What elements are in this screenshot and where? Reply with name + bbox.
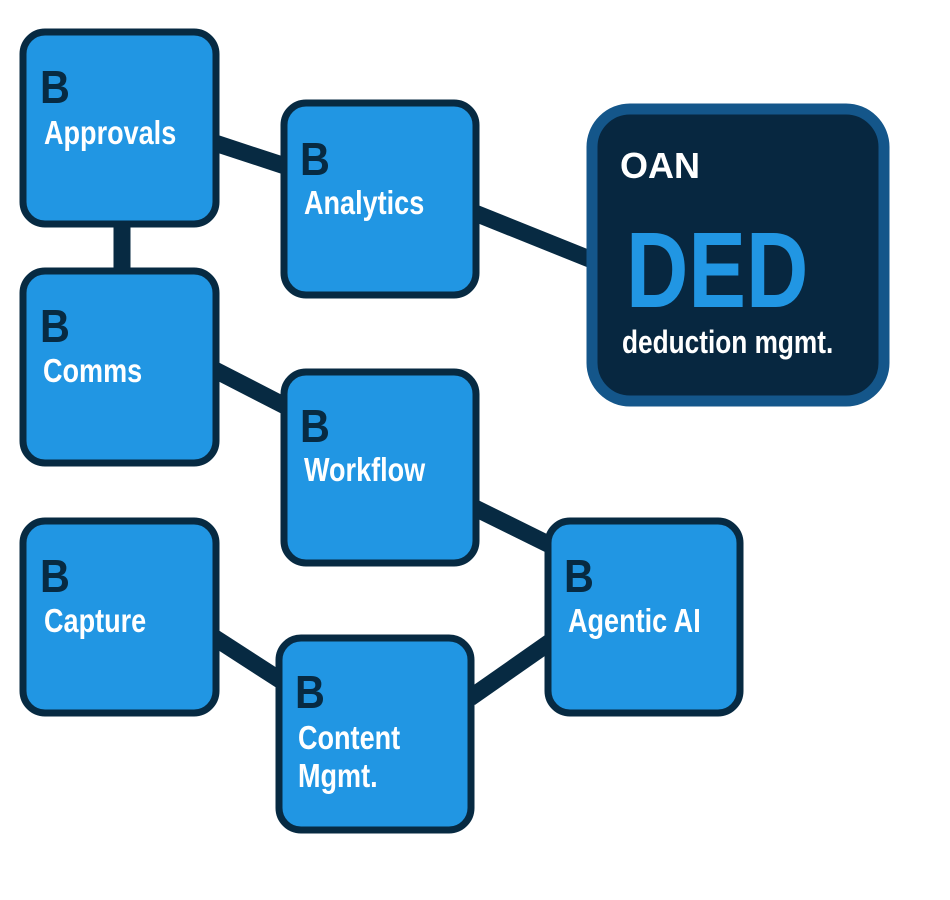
node-capture[interactable]: B Capture xyxy=(19,517,220,717)
connectors xyxy=(113,134,596,705)
node-label: Capture xyxy=(44,604,146,640)
node-label: Approvals xyxy=(44,116,176,152)
node-badge: B xyxy=(300,401,330,453)
node-agentic-ai[interactable]: B Agentic AI xyxy=(544,517,744,717)
connector-content-agentic xyxy=(465,635,555,705)
node-badge: B xyxy=(40,551,70,603)
node-comms[interactable]: B Comms xyxy=(19,267,220,467)
node-workflow[interactable]: B Workflow xyxy=(280,368,480,567)
node-badge: B xyxy=(295,667,325,719)
node-badge: B xyxy=(40,62,70,114)
product-description: deduction mgmt. xyxy=(622,326,833,361)
node-label: Workflow xyxy=(304,453,426,489)
product-ded[interactable]: OAN DED deduction mgmt. xyxy=(586,103,890,407)
connector-capture-content xyxy=(210,630,285,688)
node-label-line2: Mgmt. xyxy=(298,759,378,795)
node-approvals[interactable]: B Approvals xyxy=(19,28,220,228)
product-brand: OAN xyxy=(620,145,700,186)
node-badge: B xyxy=(300,134,330,186)
node-label: Comms xyxy=(43,354,142,390)
node-badge: B xyxy=(564,551,594,603)
product-code: DED xyxy=(626,209,808,330)
node-label: Analytics xyxy=(304,186,424,222)
node-analytics[interactable]: B Analytics xyxy=(280,99,480,299)
connector-comms-workflow xyxy=(211,362,289,414)
connector-approvals-analytics xyxy=(212,134,288,175)
node-label-line1: Content xyxy=(298,721,400,757)
connector-workflow-agentic xyxy=(471,500,554,553)
node-label: Agentic AI xyxy=(568,604,701,640)
node-badge: B xyxy=(40,301,70,353)
node-content-mgmt[interactable]: B Content Mgmt. xyxy=(275,634,475,834)
connector-analytics-ded xyxy=(471,205,596,268)
